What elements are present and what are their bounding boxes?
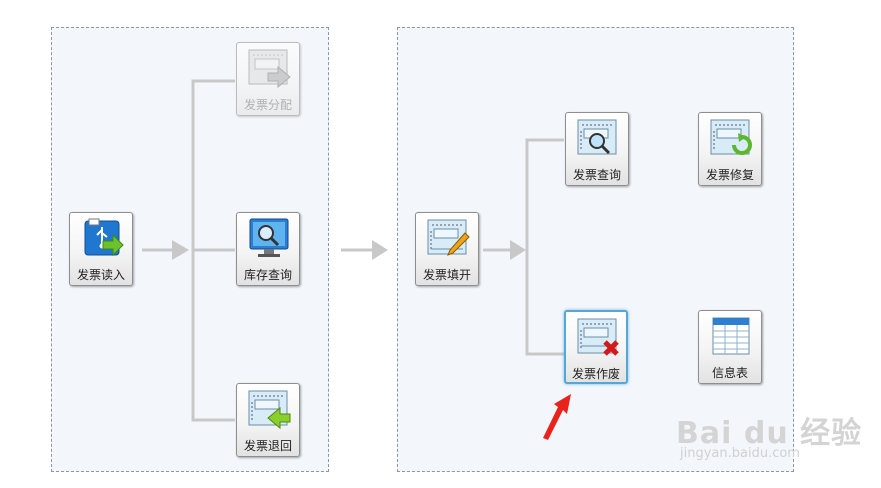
invoice-forward-icon [246, 47, 292, 91]
inventory-query-label: 库存查询 [243, 268, 292, 282]
invoice-repair-label: 发票修复 [705, 168, 754, 182]
usb-import-icon [79, 217, 125, 261]
invoice-delete-icon [575, 316, 621, 360]
invoice-restore-icon [708, 117, 754, 161]
invoice-read-label: 发票读入 [76, 268, 125, 282]
monitor-search-icon [246, 217, 292, 261]
invoice-edit-pencil-icon [425, 217, 471, 261]
invoice-fill-button[interactable]: 发票填开 [415, 212, 479, 286]
invoice-void-button[interactable]: 发票作废 [564, 310, 628, 384]
invoice-repair-button[interactable]: 发票修复 [698, 112, 762, 186]
invoice-return-icon [246, 388, 292, 432]
invoice-return-button[interactable]: 发票退回 [236, 383, 300, 457]
inventory-query-button[interactable]: 库存查询 [236, 212, 300, 286]
invoice-query-button[interactable]: 发票查询 [565, 112, 629, 186]
invoice-void-label: 发票作废 [571, 367, 620, 381]
invoice-return-label: 发票退回 [243, 439, 292, 453]
invoice-allocate-button[interactable]: 发票分配 [236, 42, 300, 116]
table-grid-icon [708, 315, 754, 359]
invoice-fill-label: 发票填开 [422, 268, 471, 282]
info-table-button[interactable]: 信息表 [698, 310, 762, 384]
flow-arrow-2 [372, 240, 388, 260]
info-table-label: 信息表 [711, 366, 748, 380]
invoice-search-icon [575, 117, 621, 161]
invoice-query-label: 发票查询 [572, 168, 621, 182]
invoice-allocate-label: 发票分配 [243, 98, 292, 112]
invoice-read-button[interactable]: 发票读入 [69, 212, 133, 286]
